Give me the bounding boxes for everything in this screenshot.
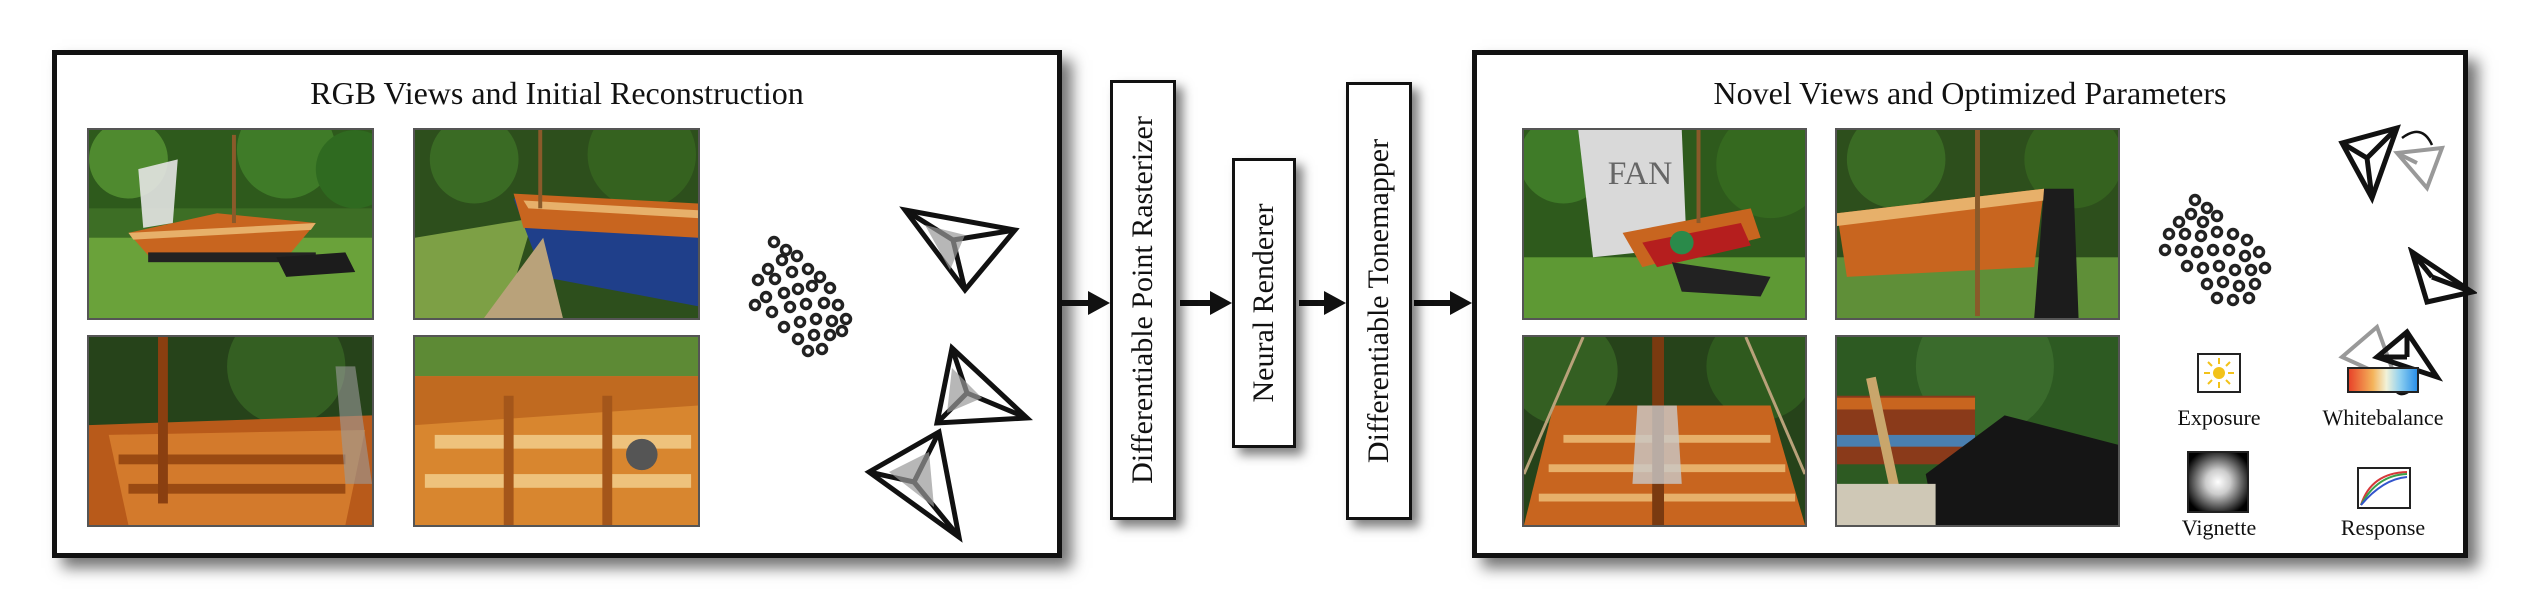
vignette-swatch bbox=[2187, 451, 2249, 513]
input-panel: RGB Views and Initial Reconstruction bbox=[52, 50, 1062, 558]
camera-frustum-icon bbox=[2338, 323, 2444, 396]
novel-view-2 bbox=[1835, 128, 2120, 320]
svg-text:FAN: FAN bbox=[1608, 155, 1673, 192]
output-panel: Novel Views and Optimized Parameters FAN bbox=[1472, 50, 2477, 558]
tonemapper-label: Differentiable Tonemapper bbox=[1362, 138, 1395, 464]
whitebalance-label: Whitebalance bbox=[2322, 405, 2444, 430]
arrow-icon bbox=[1062, 291, 1110, 315]
camera-frustum-icon bbox=[2338, 124, 2446, 205]
response-label: Response bbox=[2340, 515, 2426, 540]
input-view-3 bbox=[87, 335, 374, 527]
point-rasterizer-stage: Differentiable Point Rasterizer bbox=[1110, 80, 1176, 520]
input-view-2 bbox=[413, 128, 700, 320]
exposure-label: Exposure bbox=[2177, 405, 2261, 430]
input-view-1 bbox=[87, 128, 374, 320]
novel-view-3 bbox=[1522, 335, 1807, 527]
camera-frustum-icon bbox=[899, 206, 1020, 295]
output-panel-title: Novel Views and Optimized Parameters bbox=[1713, 75, 2227, 111]
point-cloud-icon bbox=[748, 235, 853, 358]
neural-renderer-stage: Neural Renderer bbox=[1232, 158, 1296, 448]
sun-icon bbox=[2204, 358, 2234, 388]
camera-frustum-icon bbox=[864, 428, 963, 543]
vignette-label: Vignette bbox=[2181, 515, 2257, 540]
camera-frustum-icon bbox=[2407, 247, 2477, 305]
camera-frustum-icon bbox=[933, 343, 1033, 426]
novel-view-4 bbox=[1835, 335, 2120, 527]
point-rasterizer-label: Differentiable Point Rasterizer bbox=[1126, 116, 1159, 484]
neural-renderer-label: Neural Renderer bbox=[1247, 203, 1280, 403]
novel-view-1: FAN bbox=[1522, 128, 1807, 320]
exposure-swatch bbox=[2197, 353, 2241, 393]
arrow-icon bbox=[1414, 291, 1472, 315]
response-swatch bbox=[2357, 467, 2411, 509]
point-cloud-icon bbox=[2158, 193, 2272, 307]
whitebalance-swatch bbox=[2347, 367, 2419, 393]
arrow-icon bbox=[1180, 291, 1232, 315]
tonemapper-stage: Differentiable Tonemapper bbox=[1346, 82, 1412, 520]
input-panel-title: RGB Views and Initial Reconstruction bbox=[310, 75, 804, 111]
arrow-icon bbox=[1299, 291, 1346, 315]
input-view-4 bbox=[413, 335, 700, 527]
response-curve-icon bbox=[2360, 471, 2408, 506]
